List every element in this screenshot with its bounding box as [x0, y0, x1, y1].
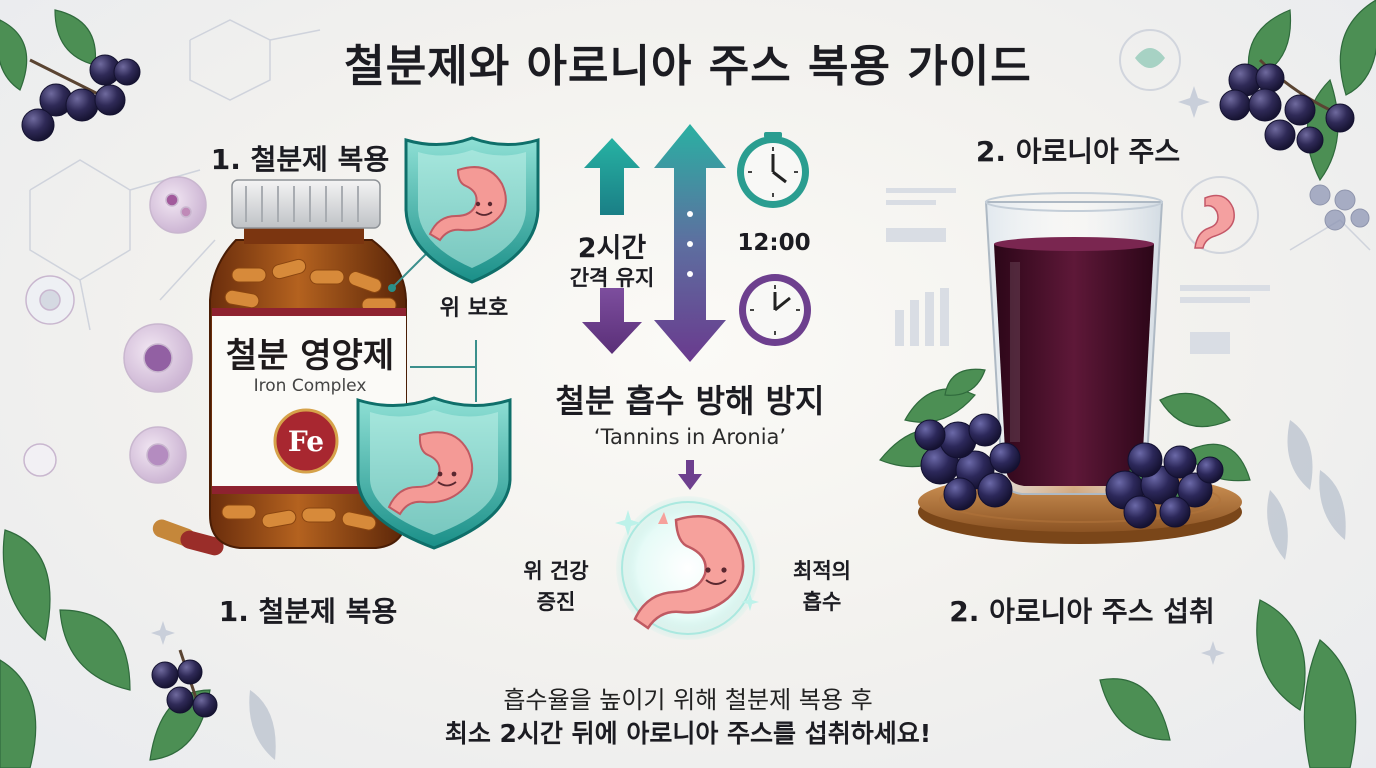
page-title: 철분제와 아로니아 주스 복용 가이드 — [344, 41, 1032, 92]
stomach-shield-top — [404, 136, 540, 284]
side-right-2: 흡수 — [802, 590, 842, 614]
interval-arrows — [582, 124, 726, 490]
left-heading: 1. 철분제 복용 — [210, 143, 390, 176]
healthy-stomach — [615, 496, 760, 640]
block-sub: ‘Tannins in Aronia’ — [593, 425, 787, 449]
block-title: 철분 흡수 방해 방지 — [555, 382, 825, 420]
interval-hours: 2시간 — [577, 233, 647, 264]
stomach-protect-label: 위 보호 — [439, 296, 509, 321]
left-footer: 1. 철분제 복용 — [218, 595, 398, 628]
side-left-2: 증진 — [536, 590, 576, 614]
bottle-label-main: 철분 영양제 — [225, 336, 395, 376]
fe-badge-circle — [273, 408, 339, 474]
side-left-1: 위 건강 — [523, 559, 589, 583]
bottom-line-2: 최소 2시간 뒤에 아로니아 주스를 섭취하세요! — [444, 719, 932, 748]
bottle-label-sub: Iron Complex — [253, 376, 367, 396]
bottom-line-1: 흡수율을 높이기 위해 철분제 복용 후 — [503, 686, 873, 714]
fe-badge-text: Fe — [287, 425, 325, 458]
clock-icon-bottom — [739, 274, 811, 346]
right-heading: 2. 아로니아 주스 — [975, 135, 1181, 168]
right-footer: 2. 아로니아 주스 섭취 — [949, 595, 1215, 628]
aronia-berries — [879, 368, 1251, 529]
interval-keep: 간격 유지 — [569, 266, 655, 290]
clock-icon-top — [737, 132, 809, 208]
side-right-1: 최적의 — [793, 559, 851, 583]
stomach-shield-bottom — [356, 396, 512, 550]
clock-time: 12:00 — [737, 230, 811, 256]
